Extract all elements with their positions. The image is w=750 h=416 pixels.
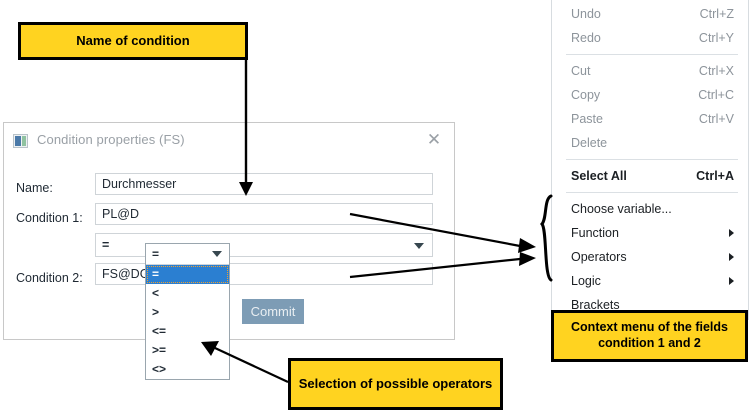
menu-item-logic[interactable]: Logic bbox=[552, 269, 748, 293]
menu-item-delete: Delete bbox=[552, 131, 748, 155]
menu-item-label: Logic bbox=[571, 274, 601, 288]
callout-name-of-condition: Name of condition bbox=[18, 22, 248, 60]
menu-item-shortcut: Ctrl+X bbox=[698, 64, 734, 78]
operator-option[interactable]: <= bbox=[152, 324, 167, 338]
close-icon[interactable]: ✕ bbox=[426, 130, 442, 150]
menu-item-shortcut: Ctrl+V bbox=[698, 112, 734, 126]
menu-item-label: Paste bbox=[571, 112, 603, 126]
operator-option[interactable]: = bbox=[146, 265, 229, 284]
dialog-titlebar[interactable]: Condition properties (FS) ✕ bbox=[4, 123, 454, 159]
commit-button[interactable]: Commit bbox=[242, 299, 304, 324]
menu-item-label: Select All bbox=[571, 169, 627, 183]
operator-dropdown-head-value: = bbox=[152, 247, 160, 261]
menu-item-label: Cut bbox=[571, 64, 591, 78]
menu-separator bbox=[566, 159, 738, 160]
arrowhead-condition-1 bbox=[518, 238, 536, 253]
condition-1-input[interactable]: PL@D bbox=[95, 203, 433, 225]
chevron-down-icon[interactable] bbox=[212, 251, 222, 257]
operator-option[interactable]: > bbox=[152, 305, 160, 319]
operator-dropdown-head[interactable]: = bbox=[146, 244, 229, 265]
operator-option[interactable]: < bbox=[152, 286, 160, 300]
name-label: Name: bbox=[16, 181, 53, 195]
operator-dropdown[interactable]: = =<><=>=<> bbox=[145, 243, 230, 380]
menu-item-label: Brackets bbox=[571, 298, 620, 312]
menu-item-label: Undo bbox=[571, 7, 601, 21]
menu-item-paste: Paste Ctrl+V bbox=[552, 107, 748, 131]
menu-item-brackets[interactable]: Brackets bbox=[552, 293, 748, 317]
operator-option[interactable]: <> bbox=[152, 362, 167, 376]
context-menu[interactable]: Undo Ctrl+Z Redo Ctrl+Y Cut Ctrl+X Copy Ctrl+C P… bbox=[551, 0, 749, 320]
menu-item-shortcut: Ctrl+C bbox=[698, 88, 734, 102]
application-icon bbox=[13, 134, 28, 148]
menu-item-label: Function bbox=[571, 226, 619, 240]
menu-item-choose-variable[interactable]: Choose variable... bbox=[552, 197, 748, 221]
menu-item-label: Copy bbox=[571, 88, 601, 102]
callout-selection-of-operators: Selection of possible operators bbox=[288, 358, 503, 410]
menu-item-shortcut: Ctrl+Z bbox=[699, 7, 734, 21]
menu-item-label: Redo bbox=[571, 31, 601, 45]
menu-item-operators[interactable]: Operators bbox=[552, 245, 748, 269]
menu-item-redo: Redo Ctrl+Y bbox=[552, 26, 748, 50]
chevron-down-icon[interactable] bbox=[414, 243, 424, 249]
menu-item-function[interactable]: Function bbox=[552, 221, 748, 245]
menu-item-copy: Copy Ctrl+C bbox=[552, 83, 748, 107]
menu-separator bbox=[566, 192, 738, 193]
operator-combobox-value: = bbox=[102, 238, 110, 252]
chevron-right-icon bbox=[729, 229, 734, 237]
callout-context-menu-note: Context menu of the fields condition 1 a… bbox=[551, 310, 748, 362]
menu-item-label: Choose variable... bbox=[571, 202, 672, 216]
operator-option[interactable]: >= bbox=[152, 343, 167, 357]
chevron-right-icon bbox=[729, 277, 734, 285]
menu-item-select-all[interactable]: Select All Ctrl+A bbox=[552, 164, 748, 188]
menu-item-shortcut: Ctrl+A bbox=[696, 169, 734, 183]
menu-item-cut: Cut Ctrl+X bbox=[552, 59, 748, 83]
chevron-right-icon bbox=[729, 253, 734, 261]
arrowhead-condition-2 bbox=[519, 252, 536, 266]
brace-context-menu-group bbox=[540, 194, 553, 282]
condition-1-label: Condition 1: bbox=[16, 211, 83, 225]
dialog-title: Condition properties (FS) bbox=[37, 132, 185, 147]
menu-item-undo: Undo Ctrl+Z bbox=[552, 2, 748, 26]
menu-item-label: Delete bbox=[571, 136, 608, 150]
name-input[interactable]: Durchmesser bbox=[95, 173, 433, 195]
menu-item-shortcut: Ctrl+Y bbox=[698, 31, 734, 45]
condition-2-label: Condition 2: bbox=[16, 271, 83, 285]
operator-option-list[interactable]: =<><=>=<> bbox=[146, 265, 229, 379]
menu-separator bbox=[566, 54, 738, 55]
menu-item-label: Operators bbox=[571, 250, 627, 264]
